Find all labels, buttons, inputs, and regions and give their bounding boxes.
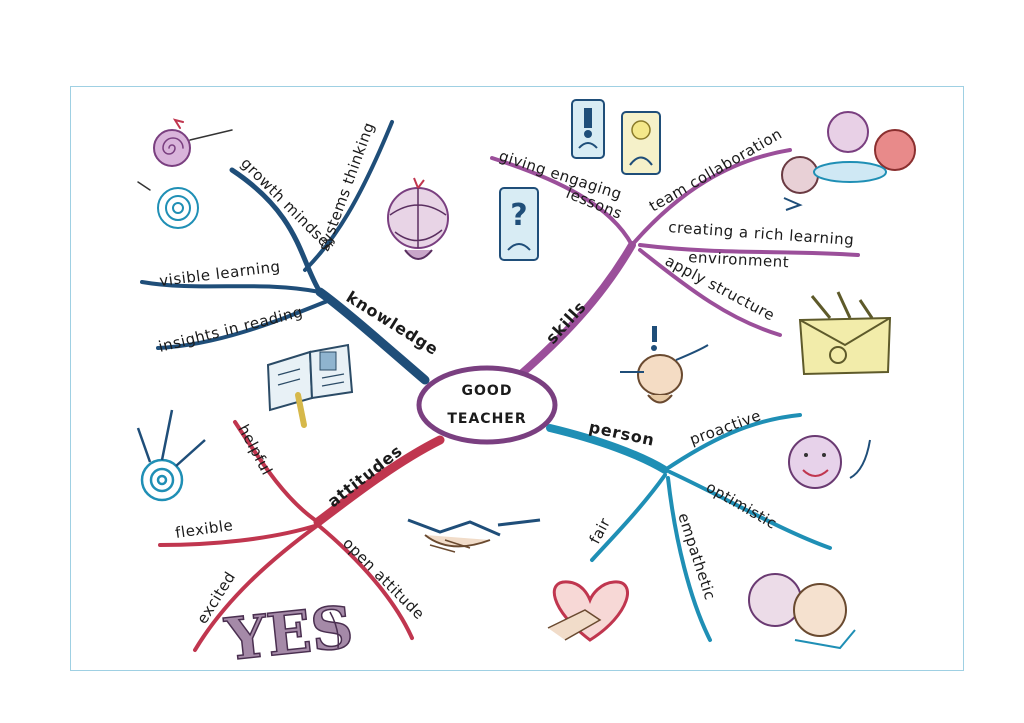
yes-accent	[329, 611, 340, 649]
environment-label: environment	[688, 248, 790, 271]
spiral-target-icon	[137, 118, 233, 229]
flexible-label: flexible	[174, 516, 234, 542]
person-branch	[546, 413, 832, 642]
proactive-label: proactive	[687, 406, 763, 448]
team-collaboration-label: team collaboration	[646, 125, 785, 216]
creating-rich-learning-label: creating a rich learning	[668, 218, 855, 249]
smiling-face-icon	[788, 435, 871, 489]
open-attitude-label: open attitude	[339, 534, 428, 623]
lightbulb-card-icon	[621, 111, 661, 175]
thinking-person-icon	[620, 326, 709, 404]
diagram-frame	[70, 86, 964, 671]
helpful-label: helpful	[234, 421, 276, 478]
globe-person-icon	[387, 177, 449, 260]
central-node: GOOD TEACHER	[416, 365, 558, 445]
systems-thinking-label: systems thinking	[315, 120, 378, 254]
team-table-icon	[781, 111, 916, 211]
yes-word: YES	[221, 593, 356, 674]
optimistic-label: optimistic	[703, 478, 780, 533]
attitudes-label: attitudes	[324, 441, 406, 511]
spiral-arrows-icon	[136, 409, 206, 502]
insights-in-reading-label: insights in reading	[157, 303, 305, 356]
two-people-icon	[748, 573, 856, 650]
skills-label: skills	[542, 297, 590, 348]
exclamation-card-icon	[571, 99, 605, 159]
center-line2: TEACHER	[447, 411, 526, 427]
handshake-icon	[407, 518, 541, 553]
center-line1: GOOD	[462, 383, 513, 399]
attitudes-branch	[158, 420, 445, 652]
heart-hand-icon	[547, 580, 629, 642]
svg-text:?: ?	[510, 198, 527, 233]
toolbox-icon	[798, 291, 892, 376]
book-icon	[266, 343, 354, 428]
skills-branch	[490, 148, 860, 379]
question-card-icon: ?	[499, 187, 539, 261]
knowledge-branch	[140, 120, 430, 385]
